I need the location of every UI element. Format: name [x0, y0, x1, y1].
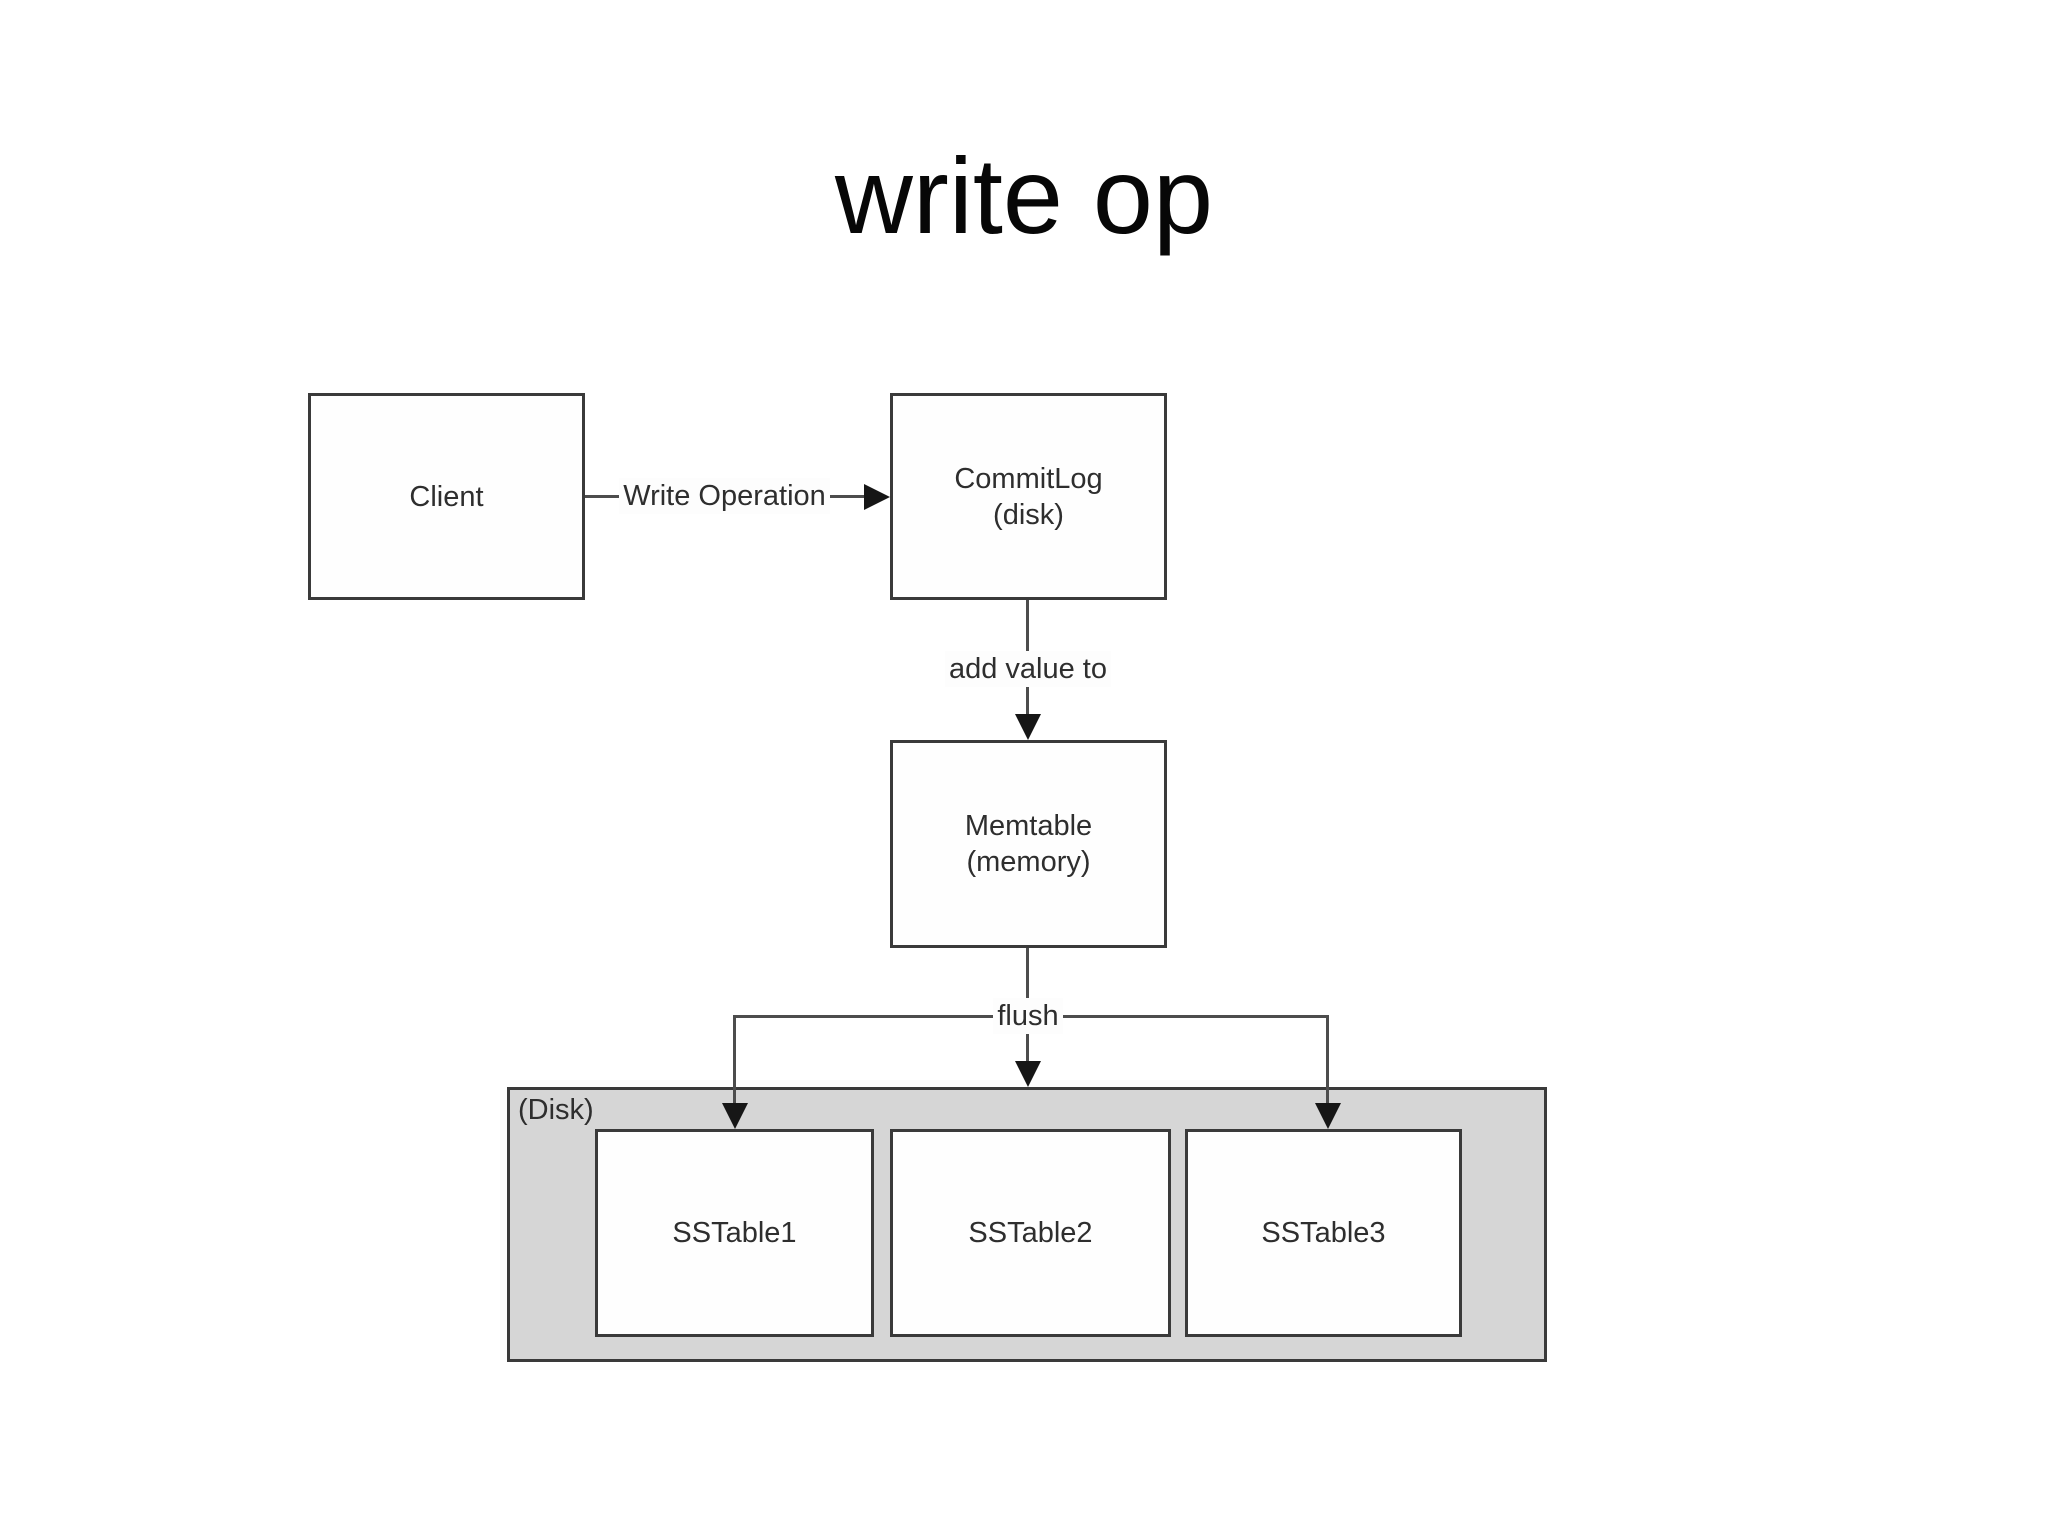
slide-title: write op [834, 135, 1214, 256]
arrow-down-icon [722, 1103, 748, 1129]
disk-label: (Disk) [518, 1094, 594, 1126]
sstable1-node: SSTable1 [595, 1129, 874, 1337]
sstable3-label: SSTable3 [1261, 1217, 1386, 1249]
flush-right-drop-line [1326, 1015, 1329, 1105]
sstable2-label: SSTable2 [968, 1217, 1093, 1249]
memtable-node: Memtable (memory) [890, 740, 1167, 948]
arrow-right-icon [864, 484, 890, 510]
flush-stem-line [1026, 948, 1029, 1016]
memtable-label: Memtable [964, 810, 1093, 842]
add-value-edge-label: add value to [918, 651, 1138, 687]
sstable2-node: SSTable2 [890, 1129, 1171, 1337]
arrow-down-icon [1015, 714, 1041, 740]
write-operation-label: Write Operation [619, 478, 830, 514]
commitlog-label: CommitLog [954, 462, 1103, 495]
commitlog-sublabel: (disk) [993, 498, 1064, 531]
add-value-label: add value to [944, 651, 1111, 687]
client-node: Client [308, 393, 585, 600]
arrow-down-icon [1015, 1061, 1041, 1087]
sstable1-label: SSTable1 [672, 1217, 797, 1249]
memtable-sublabel: (memory) [966, 846, 1091, 878]
flush-edge-label: flush [958, 998, 1098, 1034]
commitlog-node: CommitLog (disk) [890, 393, 1167, 600]
arrow-down-icon [1315, 1103, 1341, 1129]
client-label: Client [409, 480, 484, 513]
write-operation-edge-label: Write Operation [585, 478, 864, 514]
flush-label: flush [993, 998, 1063, 1034]
flush-center-drop-line [1026, 1015, 1029, 1063]
flush-left-drop-line [733, 1015, 736, 1105]
sstable3-node: SSTable3 [1185, 1129, 1462, 1337]
